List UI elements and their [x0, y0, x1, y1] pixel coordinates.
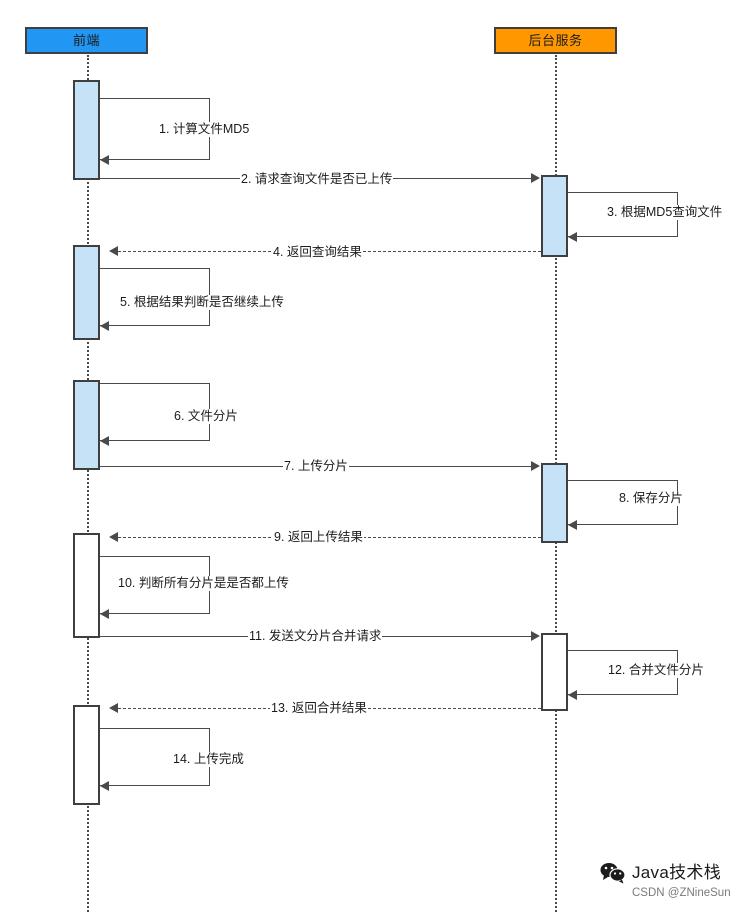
participant-frontend[interactable]: 前端	[25, 27, 148, 54]
message-label-7: 7. 上传分片	[283, 459, 349, 474]
message-2-arrowhead	[531, 173, 540, 183]
message-9-arrowhead	[109, 532, 118, 542]
message-label-1: 1. 计算文件MD5	[158, 122, 251, 137]
activation-frontend-1	[73, 80, 100, 180]
self-message-3-arrowhead	[568, 232, 577, 242]
activation-frontend-2	[73, 245, 100, 340]
message-label-3: 3. 根据MD5查询文件	[606, 205, 724, 220]
participant-backend[interactable]: 后台服务	[494, 27, 617, 54]
self-message-10-arrowhead	[100, 609, 109, 619]
activation-frontend-5	[73, 705, 100, 805]
self-message-8-arrowhead	[568, 520, 577, 530]
watermark: Java技术栈 CSDN @ZNineSun	[600, 862, 745, 910]
message-11-arrowhead	[531, 631, 540, 641]
message-label-5: 5. 根据结果判断是否继续上传	[119, 295, 285, 310]
activation-frontend-3	[73, 380, 100, 470]
self-message-12-arrowhead	[568, 690, 577, 700]
message-4-arrowhead	[109, 246, 118, 256]
message-label-13: 13. 返回合并结果	[270, 701, 368, 716]
watermark-subtitle: CSDN @ZNineSun	[632, 887, 731, 899]
message-label-8: 8. 保存分片	[618, 491, 684, 506]
self-message-14-arrowhead	[100, 781, 109, 791]
message-7-arrowhead	[531, 461, 540, 471]
message-13-arrowhead	[109, 703, 118, 713]
message-label-2: 2. 请求查询文件是否已上传	[240, 172, 394, 187]
watermark-title: Java技术栈	[632, 863, 722, 882]
wechat-icon	[600, 862, 626, 884]
message-label-6: 6. 文件分片	[173, 409, 239, 424]
activation-backend-2	[541, 463, 568, 543]
message-label-11: 11. 发送文分片合并请求	[248, 629, 383, 644]
message-label-14: 14. 上传完成	[172, 752, 245, 767]
self-message-1-arrowhead	[100, 155, 109, 165]
self-message-6-arrowhead	[100, 436, 109, 446]
activation-backend-3	[541, 633, 568, 711]
message-label-12: 12. 合并文件分片	[607, 663, 705, 678]
message-label-4: 4. 返回查询结果	[272, 245, 363, 260]
lifeline-frontend	[87, 55, 89, 912]
message-label-9: 9. 返回上传结果	[273, 530, 364, 545]
activation-frontend-4	[73, 533, 100, 638]
message-label-10: 10. 判断所有分片是是否都上传	[117, 576, 290, 591]
self-message-5-arrowhead	[100, 321, 109, 331]
activation-backend-1	[541, 175, 568, 257]
